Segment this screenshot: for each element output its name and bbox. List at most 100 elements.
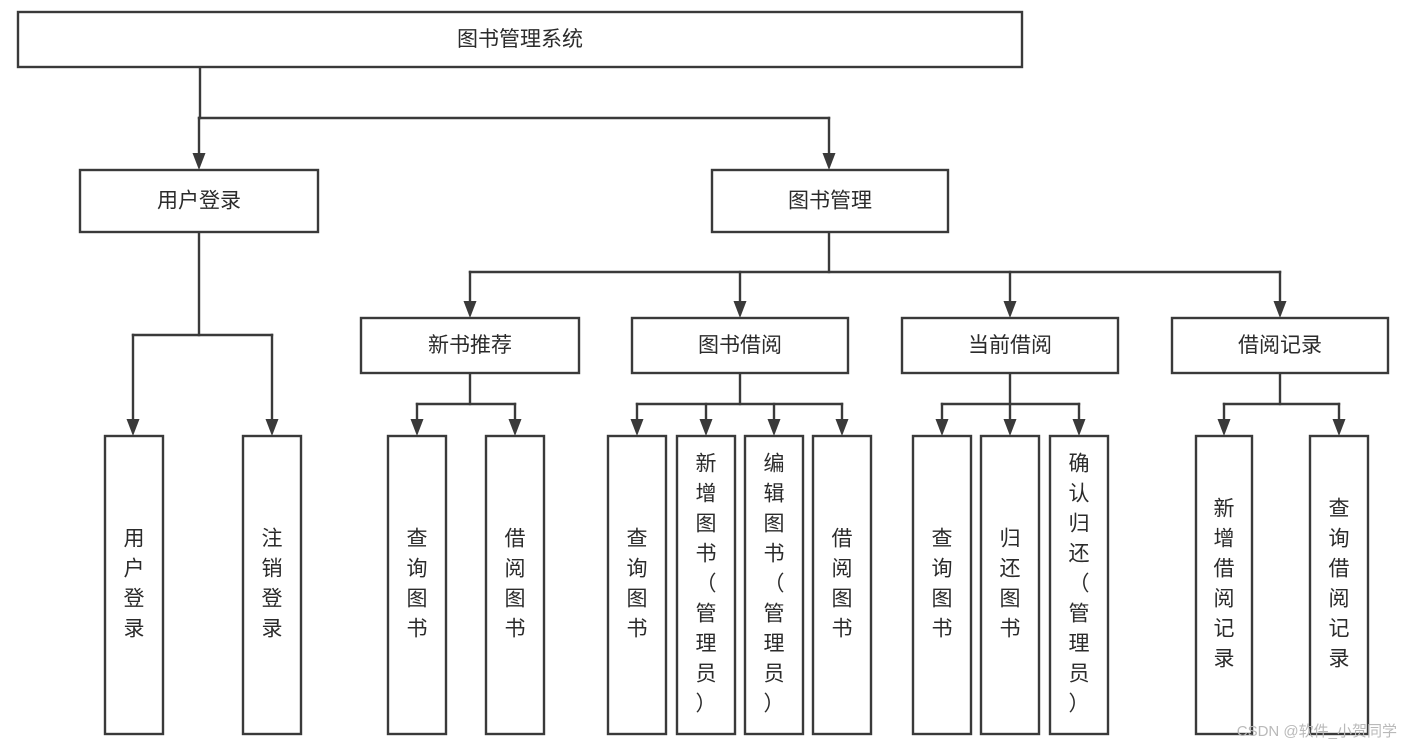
node-label-char: 询 xyxy=(932,558,953,581)
node-label: 图书管理 xyxy=(788,190,872,213)
node-label-char: 归 xyxy=(1000,528,1021,551)
node-label-char: 还 xyxy=(1000,558,1021,581)
node-label: 新书推荐 xyxy=(428,334,512,357)
node-label-char: 阅 xyxy=(1329,588,1350,611)
node-label-char: 记 xyxy=(1214,618,1235,641)
node-label-char: 图 xyxy=(407,588,428,611)
node-label-char: （ xyxy=(696,573,717,596)
node-label-char: 管 xyxy=(696,603,717,626)
node-label-char: 查 xyxy=(407,528,428,551)
node-label-char: 理 xyxy=(764,633,785,656)
node-label-char: 归 xyxy=(1069,513,1090,536)
node-label-char: 图 xyxy=(696,513,717,536)
csdn-watermark: CSDN @软件_小贺同学 xyxy=(1236,723,1397,740)
node-root[interactable]: 图书管理系统 xyxy=(16,10,1024,69)
node-label-char: 书 xyxy=(627,618,648,641)
node-label-char: 理 xyxy=(696,633,717,656)
node-label-char: 借 xyxy=(505,528,526,551)
node-label-char: 编 xyxy=(764,453,785,476)
node-label: 用户登录 xyxy=(157,190,241,213)
node-label-char: ） xyxy=(696,693,717,716)
node-label-char: 书 xyxy=(1000,618,1021,641)
node-borrow-record[interactable]: 借阅记录 xyxy=(1170,316,1390,375)
node-label-char: 图 xyxy=(832,588,853,611)
connector-book-borrow-children xyxy=(630,371,849,436)
node-label-char: 录 xyxy=(1214,648,1235,671)
node-label-char: （ xyxy=(764,573,785,596)
node-label-char: 书 xyxy=(505,618,526,641)
node-new-book-rec[interactable]: 新书推荐 xyxy=(359,316,581,375)
node-label-char: 辑 xyxy=(764,483,785,506)
connector-layer xyxy=(126,65,1346,436)
node-label-char: 还 xyxy=(1069,543,1090,566)
node-user-login[interactable]: 用户登录 xyxy=(78,168,320,234)
node-label-char: 录 xyxy=(262,618,283,641)
connector-new-book-rec-children xyxy=(410,371,522,436)
node-label-char: 员 xyxy=(696,663,717,686)
node-label-char: 询 xyxy=(407,558,428,581)
node-label: 图书管理系统 xyxy=(457,28,583,51)
node-label-char: 认 xyxy=(1069,483,1090,506)
node-label-char: ） xyxy=(1069,693,1090,716)
node-label-char: 阅 xyxy=(1214,588,1235,611)
node-leaf-user-login[interactable]: 用户登录 xyxy=(103,434,165,736)
node-label: 当前借阅 xyxy=(968,334,1052,357)
node-label-char: 图 xyxy=(627,588,648,611)
node-label-char: 阅 xyxy=(832,558,853,581)
node-book-borrow[interactable]: 图书借阅 xyxy=(630,316,850,375)
node-label-char: 借 xyxy=(1329,558,1350,581)
node-label-char: 记 xyxy=(1329,618,1350,641)
connector-current-borrow-children xyxy=(935,371,1086,436)
node-label-char: 阅 xyxy=(505,558,526,581)
node-label-char: 用 xyxy=(124,528,145,551)
node-label-char: 户 xyxy=(124,558,145,581)
node-label-char: 询 xyxy=(1329,528,1350,551)
node-label-char: 书 xyxy=(932,618,953,641)
node-label-char: 管 xyxy=(764,603,785,626)
node-current-borrow[interactable]: 当前借阅 xyxy=(900,316,1120,375)
node-label-char: 书 xyxy=(832,618,853,641)
node-label-char: 确 xyxy=(1069,453,1090,476)
node-label-char: 登 xyxy=(124,588,145,611)
node-label-char: 新 xyxy=(1214,498,1235,521)
node-label-char: 书 xyxy=(696,543,717,566)
node-label-char: 图 xyxy=(932,588,953,611)
node-label-char: 查 xyxy=(932,528,953,551)
node-label-char: 借 xyxy=(1214,558,1235,581)
node-book-manage[interactable]: 图书管理 xyxy=(710,168,950,234)
node-label-char: 录 xyxy=(124,618,145,641)
node-label-char: 询 xyxy=(627,558,648,581)
node-label-char: ） xyxy=(764,693,785,716)
node-label-char: 注 xyxy=(262,528,283,551)
node-label-char: 员 xyxy=(1069,663,1090,686)
node-label-char: 登 xyxy=(262,588,283,611)
connector-root-to-level1 xyxy=(192,65,836,170)
connector-user-login-children xyxy=(126,230,279,436)
node-label-char: 理 xyxy=(1069,633,1090,656)
node-label-char: 销 xyxy=(262,558,283,581)
node-layer: 图书管理系统用户登录图书管理新书推荐图书借阅当前借阅借阅记录用户登录注销登录查询… xyxy=(16,10,1390,736)
node-label-char: 书 xyxy=(764,543,785,566)
node-label-char: 查 xyxy=(1329,498,1350,521)
node-label-char: 书 xyxy=(407,618,428,641)
node-label-char: 管 xyxy=(1069,603,1090,626)
node-label-char: 员 xyxy=(764,663,785,686)
node-label-char: 增 xyxy=(1214,528,1235,551)
node-label-char: 图 xyxy=(1000,588,1021,611)
node-label: 借阅记录 xyxy=(1238,334,1322,357)
node-label-char: 查 xyxy=(627,528,648,551)
